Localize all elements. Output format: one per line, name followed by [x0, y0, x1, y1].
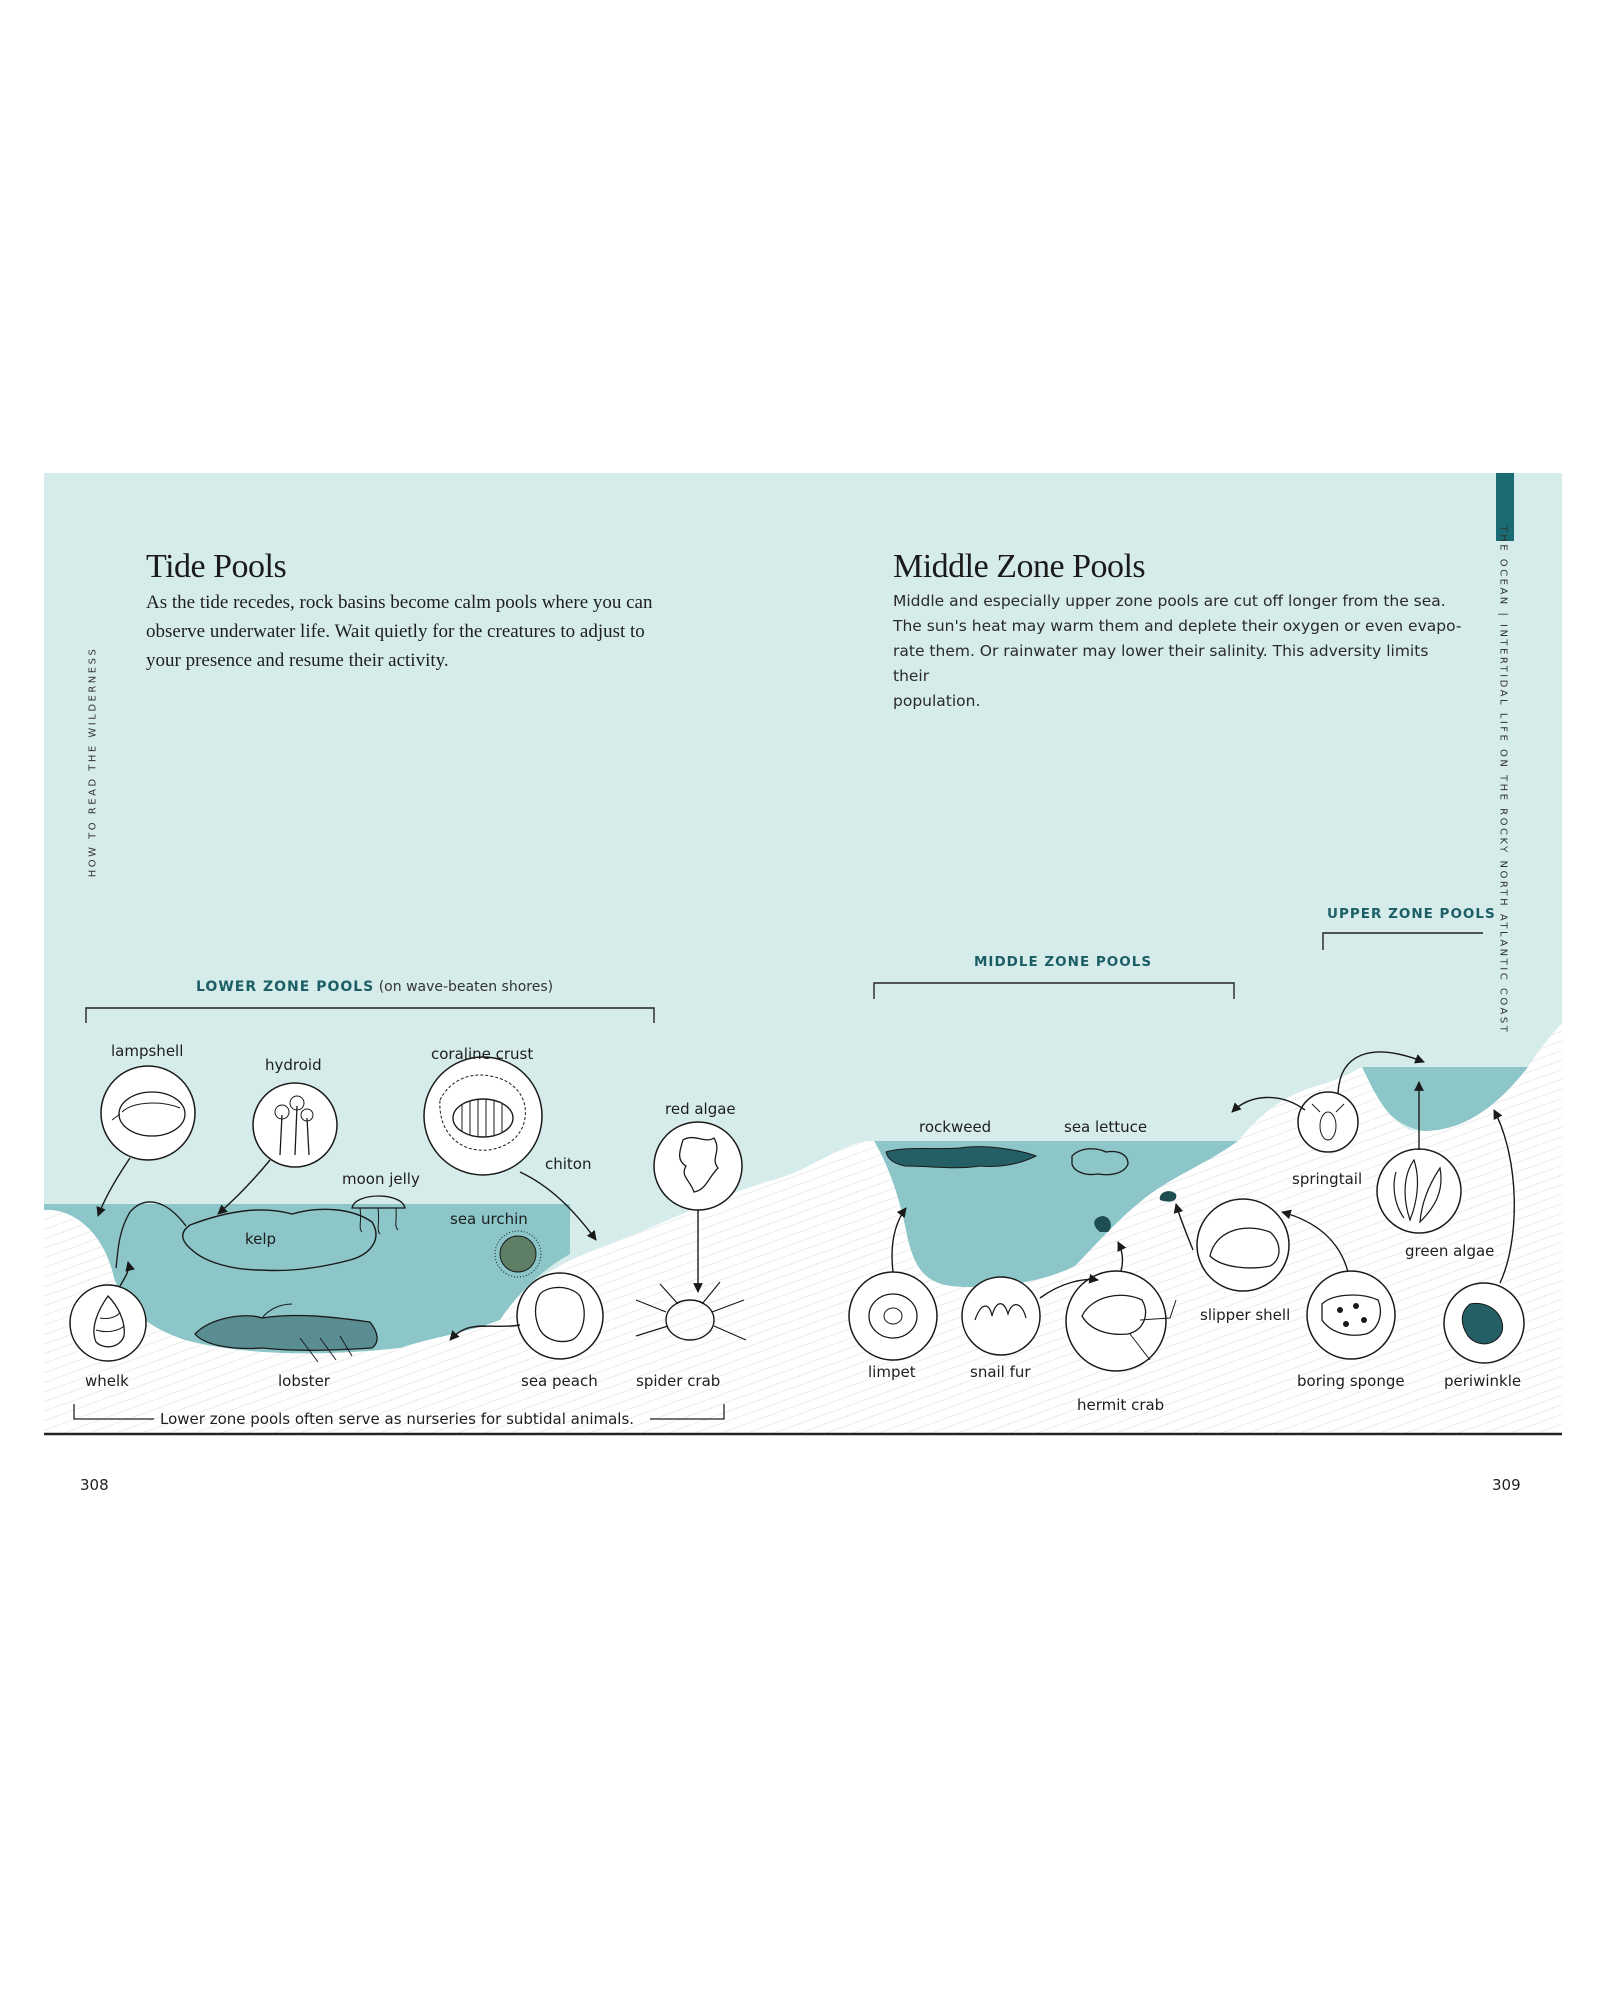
label-springtail: springtail — [1292, 1170, 1362, 1188]
label-snail-fur: snail fur — [970, 1363, 1031, 1381]
middle-zone-label: MIDDLE ZONE POOLS — [974, 954, 1152, 970]
intro-line: rate them. Or rainwater may lower their … — [893, 639, 1463, 689]
intro-line: your presence and resume their activity. — [146, 646, 686, 675]
intro-line: population. — [893, 689, 1463, 714]
intro-text-left: As the tide recedes, rock basins become … — [146, 588, 686, 675]
page-number-left: 308 — [80, 1476, 109, 1494]
periwinkle-icon — [1444, 1283, 1524, 1363]
limpet-icon — [849, 1272, 937, 1360]
lower-zone-note: (on wave-beaten shores) — [379, 979, 553, 995]
label-sea-lettuce: sea lettuce — [1064, 1118, 1147, 1136]
label-slipper-shell: slipper shell — [1200, 1306, 1290, 1324]
label-lobster: lobster — [278, 1372, 330, 1390]
label-periwinkle: periwinkle — [1444, 1372, 1521, 1390]
page-number-right: 309 — [1492, 1476, 1521, 1494]
red-algae-icon — [654, 1122, 742, 1210]
green-algae-icon — [1377, 1149, 1461, 1233]
lampshell-icon — [101, 1066, 195, 1160]
intro-line: The sun's heat may warm them and deplete… — [893, 614, 1463, 639]
label-hydroid: hydroid — [265, 1056, 322, 1074]
label-boring-sponge: boring sponge — [1297, 1372, 1405, 1390]
upper-zone-label: UPPER ZONE POOLS — [1327, 906, 1496, 922]
nursery-note: Lower zone pools often serve as nurserie… — [160, 1410, 634, 1428]
running-head-right: THE OCEAN | INTERTIDAL LIFE ON THE ROCKY… — [1498, 526, 1509, 1035]
label-hermit-crab: hermit crab — [1077, 1396, 1164, 1414]
whelk-icon — [70, 1285, 146, 1361]
page-title-left: Tide Pools — [146, 548, 286, 586]
hydroid-icon — [253, 1083, 337, 1167]
intro-line: observe underwater life. Wait quietly fo… — [146, 617, 686, 646]
label-coraline-crust: coraline crust — [431, 1045, 533, 1063]
slipper-shell-icon — [1197, 1199, 1289, 1291]
page-title-right: Middle Zone Pools — [893, 548, 1145, 586]
label-sea-urchin: sea urchin — [450, 1210, 528, 1228]
coraline-crust-icon — [424, 1057, 542, 1175]
label-kelp: kelp — [245, 1230, 276, 1248]
sea-peach-icon — [517, 1273, 603, 1359]
label-limpet: limpet — [868, 1363, 916, 1381]
label-red-algae: red algae — [665, 1100, 736, 1118]
springtail-icon — [1298, 1092, 1358, 1152]
label-moon-jelly: moon jelly — [342, 1170, 420, 1188]
intro-text-right: Middle and especially upper zone pools a… — [893, 589, 1463, 714]
label-spider-crab: spider crab — [636, 1372, 720, 1390]
label-whelk: whelk — [85, 1372, 129, 1390]
intro-line: As the tide recedes, rock basins become … — [146, 588, 686, 617]
running-head-left: HOW TO READ THE WILDERNESS — [88, 647, 99, 878]
label-chiton: chiton — [545, 1155, 592, 1173]
boring-sponge-icon — [1307, 1271, 1395, 1359]
intro-line: Middle and especially upper zone pools a… — [893, 589, 1463, 614]
snail-fur-icon — [962, 1277, 1040, 1355]
label-rockweed: rockweed — [919, 1118, 991, 1136]
label-lampshell: lampshell — [111, 1042, 183, 1060]
lower-zone-label: LOWER ZONE POOLS (on wave-beaten shores) — [196, 979, 553, 995]
lower-zone-title: LOWER ZONE POOLS — [196, 979, 374, 995]
label-green-algae: green algae — [1405, 1242, 1494, 1260]
label-sea-peach: sea peach — [521, 1372, 598, 1390]
